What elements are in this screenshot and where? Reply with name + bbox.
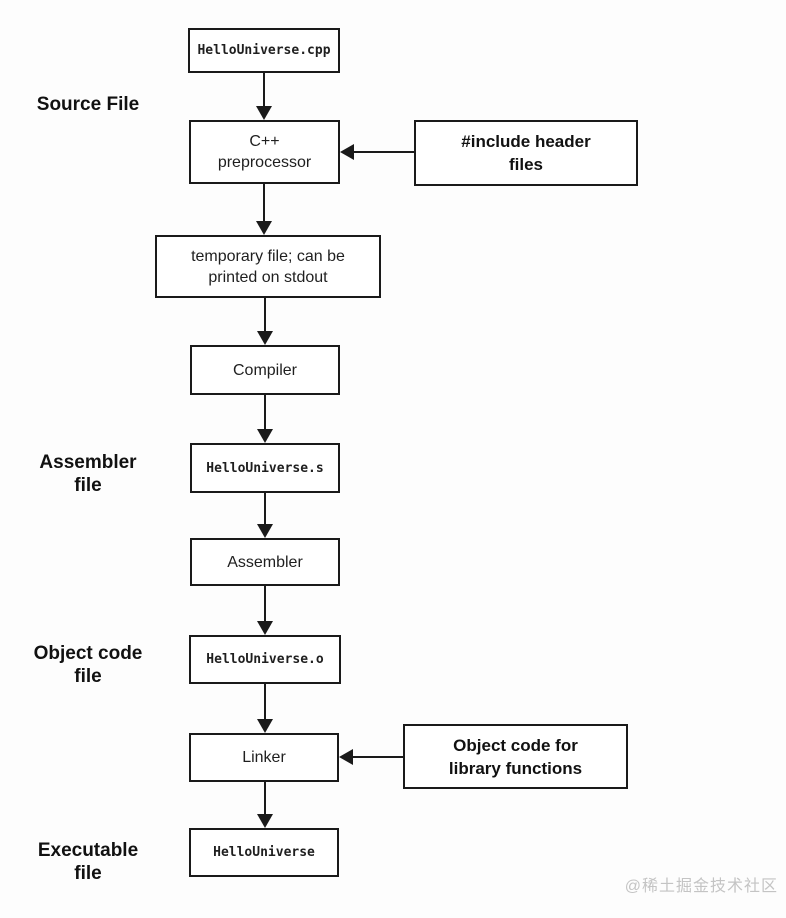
arrow-line bbox=[264, 493, 266, 524]
arrow-line bbox=[263, 184, 265, 221]
watermark: @稀土掘金技术社区 bbox=[624, 878, 778, 895]
node-linker: Linker bbox=[189, 733, 339, 782]
arrow-down-icon bbox=[257, 331, 273, 345]
arrow-down-icon bbox=[257, 429, 273, 443]
node-preprocessor: C++ preprocessor bbox=[189, 120, 340, 184]
arrow-left-icon bbox=[340, 144, 354, 160]
node-object-file: HelloUniverse.o bbox=[189, 635, 341, 684]
arrow-line bbox=[264, 586, 266, 621]
node-source-cpp: HelloUniverse.cpp bbox=[188, 28, 340, 73]
arrow-down-icon bbox=[257, 814, 273, 828]
label-executable-file: Executable file bbox=[37, 840, 139, 884]
node-include-headers: #include header files bbox=[414, 120, 638, 186]
node-object-code-lib: Object code for library functions bbox=[403, 724, 628, 789]
arrow-line bbox=[264, 298, 266, 331]
arrow-line bbox=[264, 782, 266, 814]
arrow-line bbox=[351, 756, 403, 758]
label-source-file: Source File bbox=[36, 94, 140, 115]
label-assembler-file: Assembler file bbox=[39, 452, 137, 496]
arrow-down-icon bbox=[256, 221, 272, 235]
label-object-code-file: Object code file bbox=[33, 643, 143, 687]
arrow-line bbox=[263, 73, 265, 106]
node-compiler: Compiler bbox=[190, 345, 340, 395]
arrow-left-icon bbox=[339, 749, 353, 765]
arrow-line bbox=[352, 151, 414, 153]
arrow-down-icon bbox=[257, 524, 273, 538]
arrow-down-icon bbox=[256, 106, 272, 120]
arrow-line bbox=[264, 684, 266, 719]
arrow-down-icon bbox=[257, 621, 273, 635]
node-assembler: Assembler bbox=[190, 538, 340, 586]
node-assembler-output: HelloUniverse.s bbox=[190, 443, 340, 493]
arrow-down-icon bbox=[257, 719, 273, 733]
node-temp-file: temporary file; can be printed on stdout bbox=[155, 235, 381, 298]
arrow-line bbox=[264, 395, 266, 429]
node-executable: HelloUniverse bbox=[189, 828, 339, 877]
